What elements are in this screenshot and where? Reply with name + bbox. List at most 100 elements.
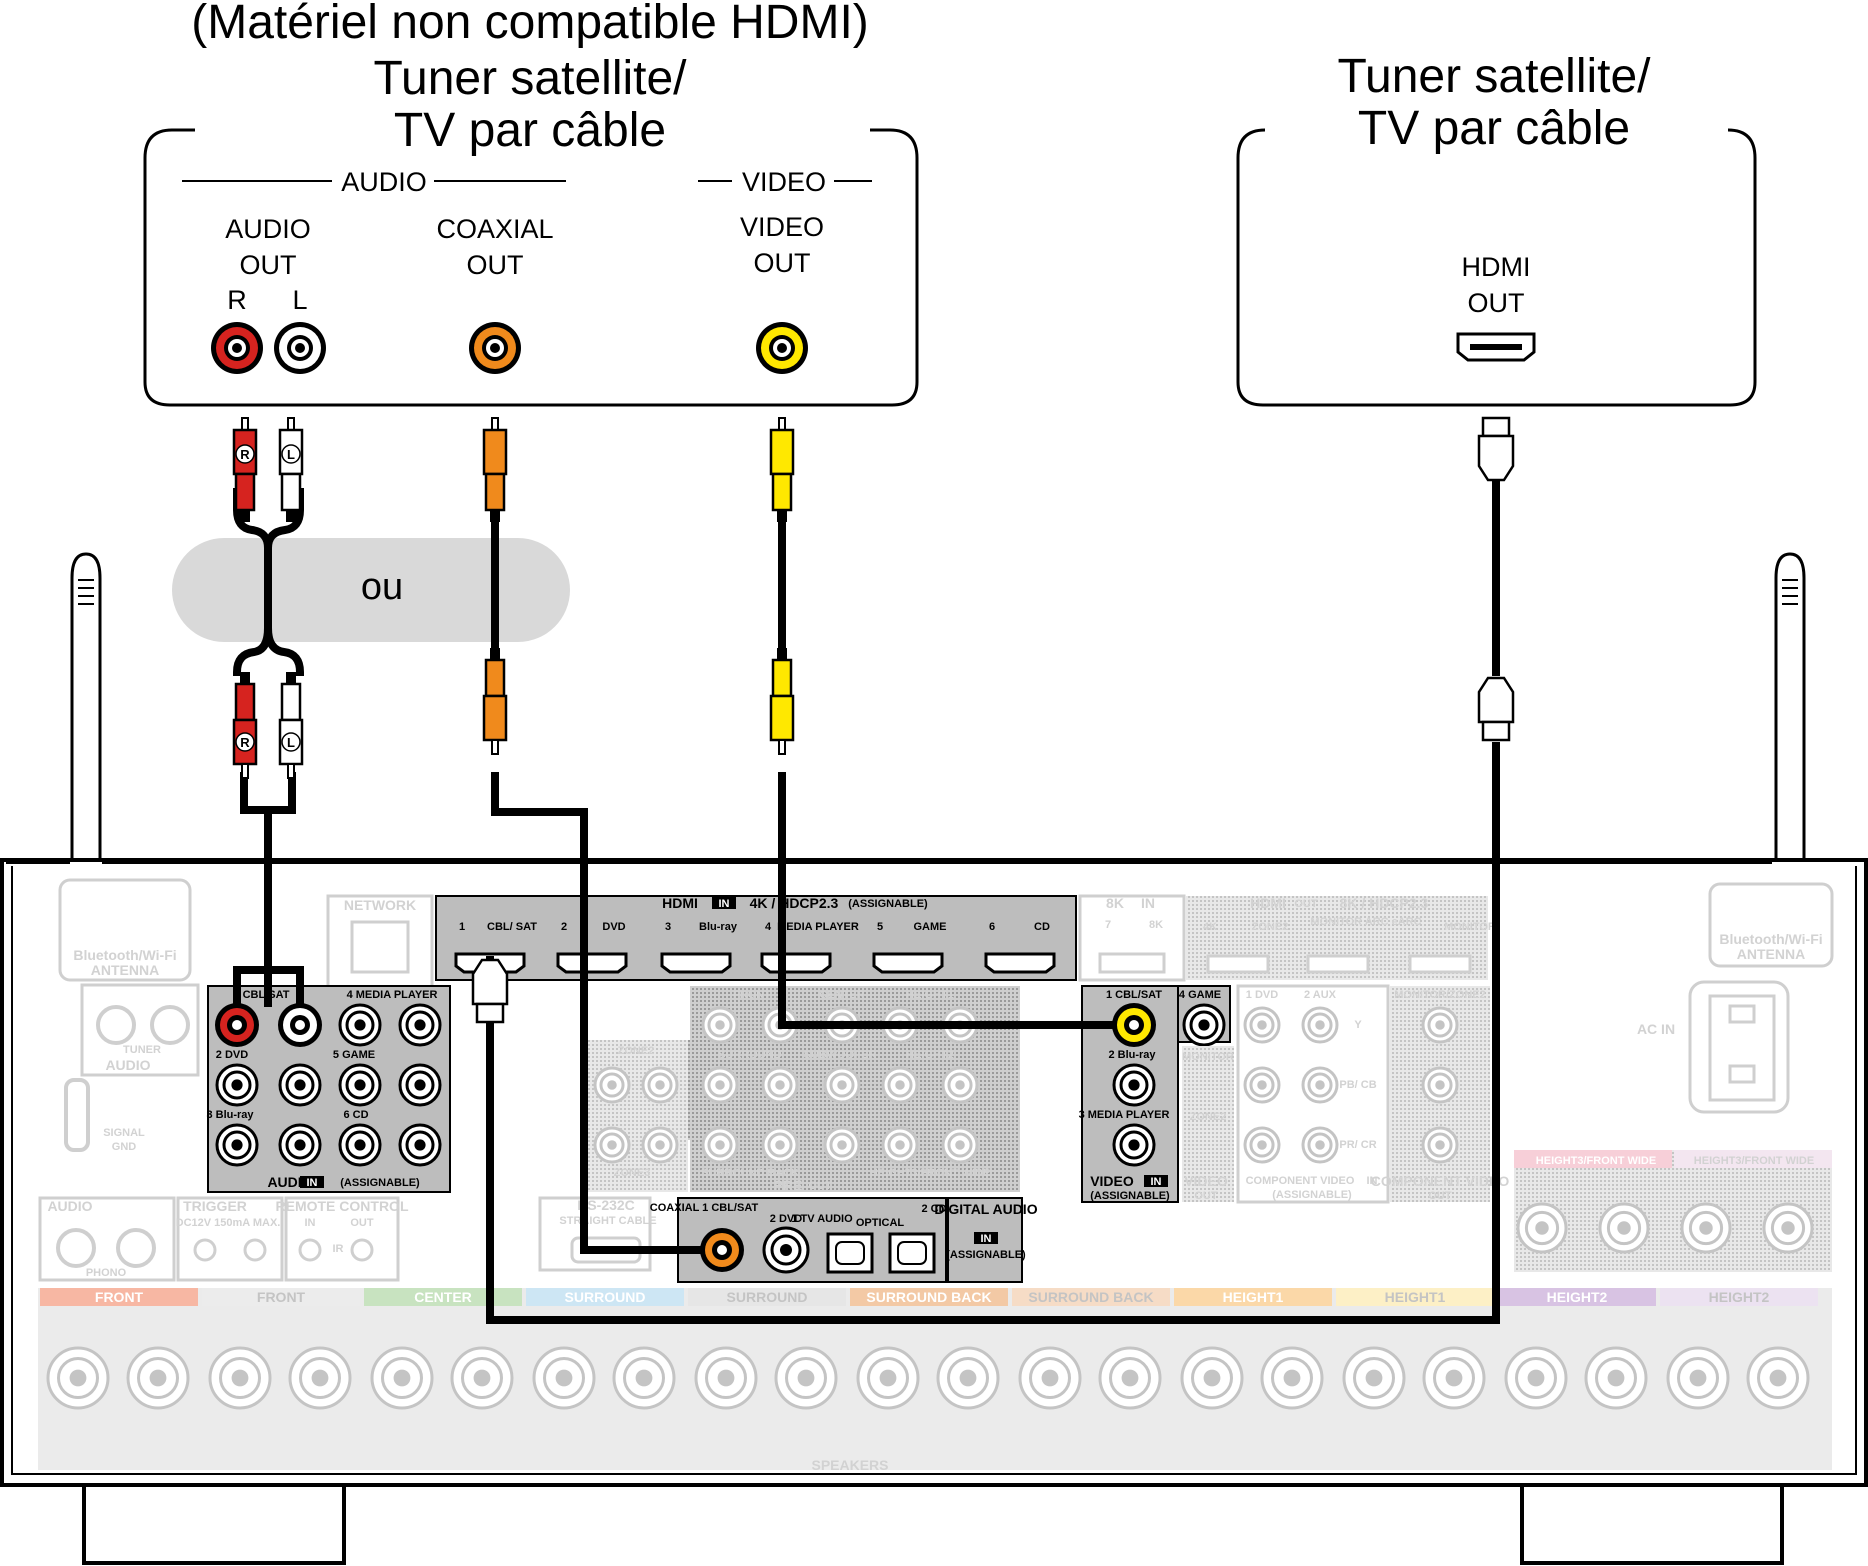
preout-jack — [701, 1066, 739, 1104]
component-jacks — [1243, 1006, 1459, 1164]
audio-in-jack — [338, 1063, 382, 1107]
video-in-game-label: 4 GAME — [1179, 989, 1221, 1001]
receiver: Bluetooth/Wi-Fi ANTENNA Bluetooth/Wi-Fi … — [0, 552, 1868, 1565]
coaxial-plug-top — [482, 417, 508, 522]
hdmi-out-monitor2-label: MONITOR — [1444, 921, 1496, 933]
audio-in-jack — [338, 1123, 382, 1167]
audio-in-jack — [398, 1063, 442, 1107]
digital-audio-assignable: (ASSIGNABLE) — [946, 1249, 1026, 1261]
preout-height1-label: HEIGHT1 — [906, 989, 954, 1001]
component-jack — [1301, 1066, 1339, 1104]
hdmi-plug-bottom — [1477, 676, 1515, 742]
height3-terminal — [1762, 1202, 1814, 1254]
preout-jack — [641, 1126, 679, 1164]
preout-jack — [593, 1066, 631, 1104]
remote-ir-label: IR — [333, 1243, 344, 1255]
hdmi-8k-badge: IN — [1141, 895, 1155, 911]
hdmi-device-title-1: Tuner satellite/ — [1337, 50, 1651, 103]
hdmi-input-name: Blu-ray — [699, 921, 738, 933]
preout-jack — [593, 1126, 631, 1164]
video-out-badge: OUT — [1194, 1190, 1218, 1202]
preout-surroundback-label: SURROUND BACK — [701, 1167, 799, 1179]
label-r: R — [227, 285, 247, 315]
preout-surround-label: SURROUND — [718, 1049, 782, 1061]
preout-jack — [941, 1126, 979, 1164]
component-dvd-label: 1 DVD — [1246, 989, 1278, 1001]
speaker-label: HEIGHT1 — [1223, 1289, 1284, 1305]
hdmi-out-zone2-label: ZONE2 — [1252, 921, 1289, 933]
zone3-label: ZONE3 — [614, 1167, 651, 1179]
component-jack — [1243, 1066, 1281, 1104]
hdmi-input-port — [760, 952, 832, 974]
coaxial-in-cblsat-jack — [700, 1228, 744, 1272]
speaker-label: CENTER — [414, 1289, 472, 1305]
audio-in-assignable: (ASSIGNABLE) — [340, 1177, 420, 1189]
speaker-label: HEIGHT2 — [1709, 1289, 1770, 1305]
video-monitor-label: MONITOR — [1182, 1051, 1234, 1063]
audio-in-cblsat-r-jack — [215, 1003, 259, 1047]
speaker-terminal-minus — [612, 1346, 676, 1410]
or-label: ou — [361, 566, 403, 608]
speaker-terminal-plus — [856, 1346, 920, 1410]
remote-in-label: IN — [305, 1217, 316, 1229]
audio-in-dvd-label: 2 DVD — [216, 1049, 248, 1061]
digital-coax1-label: COAXIAL 1 CBL/SAT — [650, 1202, 759, 1214]
digital-opt1-label: 1 TV AUDIO — [791, 1213, 853, 1225]
speaker-terminal-minus — [936, 1346, 1000, 1410]
label-l: L — [292, 285, 307, 315]
hdmi-out-port-icon — [1456, 332, 1536, 362]
speaker-terminal-minus — [126, 1346, 190, 1410]
ac-in-label: AC IN — [1637, 1021, 1675, 1037]
audio-in-mediaplayer-label: 4 MEDIA PLAYER — [347, 989, 438, 1001]
audio-in-jack — [215, 1063, 259, 1107]
height3-r-label: HEIGHT3/FRONT WIDE — [1536, 1155, 1656, 1167]
video-zone2-label: ZONE2 — [1190, 1111, 1227, 1123]
hdmi-input-port — [872, 952, 944, 974]
tuner-label: TUNER — [123, 1044, 161, 1056]
speaker-terminal-minus — [1260, 1346, 1324, 1410]
hdmi-out-label-1: HDMI — [1462, 252, 1531, 282]
hdmi-input-name: CD — [1034, 921, 1050, 933]
audio-out-r-jack — [211, 322, 263, 374]
height3-jacks — [1516, 1202, 1814, 1254]
hdmi-input-port — [660, 952, 732, 974]
preout-jack — [823, 1066, 861, 1104]
preout-jack — [881, 1066, 919, 1104]
antenna-left-label-2: ANTENNA — [91, 962, 159, 978]
plug-label: L — [287, 447, 295, 462]
hdmi-8k-input-number: 7 — [1105, 919, 1111, 931]
hdmi-8k-input-name: 8K — [1149, 919, 1163, 931]
video-out-label-1: VIDEO — [740, 212, 824, 242]
hdmi-device: Tuner satellite/ TV par câble HDMI OUT — [1236, 50, 1757, 407]
plug-label: R — [240, 735, 250, 750]
straight-cable-label: STRAIGHT CABLE — [559, 1215, 656, 1227]
speaker-terminal-plus — [694, 1346, 758, 1410]
phono-label: PHONO — [86, 1267, 127, 1279]
preout-jack — [823, 1126, 861, 1164]
speaker-label: FRONT — [95, 1289, 144, 1305]
height3-terminal — [1516, 1202, 1568, 1254]
component-aux-label: 2 AUX — [1304, 989, 1337, 1001]
speaker-label: FRONT — [257, 1289, 306, 1305]
video-plug-top — [769, 417, 795, 522]
component-jack — [1243, 1126, 1281, 1164]
non-hdmi-note: (Matériel non compatible HDMI) — [191, 0, 869, 49]
network-label: NETWORK — [344, 897, 416, 913]
component-out-badge: OUT — [1428, 1190, 1452, 1202]
video-out-jack — [756, 322, 808, 374]
hdmi-out-4k-label: 4K — [1203, 921, 1217, 933]
speaker-terminal-plus — [532, 1346, 596, 1410]
hdmi-input-port — [984, 952, 1056, 974]
rca-plug-r-top: R — [232, 417, 258, 522]
hdmi-device-title-2: TV par câble — [1358, 102, 1630, 155]
rca-plug-r-bottom: R — [232, 672, 258, 779]
analog-device-box — [143, 128, 919, 407]
hdmi-plug-receiver — [471, 958, 509, 1024]
hdmi-input-number: 5 — [877, 921, 883, 933]
digital-opt2-label: 2 CD — [921, 1203, 946, 1215]
signal-gnd-label-1: SIGNAL — [103, 1127, 145, 1139]
height3-terminal — [1598, 1202, 1650, 1254]
hdmi-device-box — [1236, 128, 1757, 407]
preout-jack — [641, 1066, 679, 1104]
preout-jack — [701, 1126, 739, 1164]
